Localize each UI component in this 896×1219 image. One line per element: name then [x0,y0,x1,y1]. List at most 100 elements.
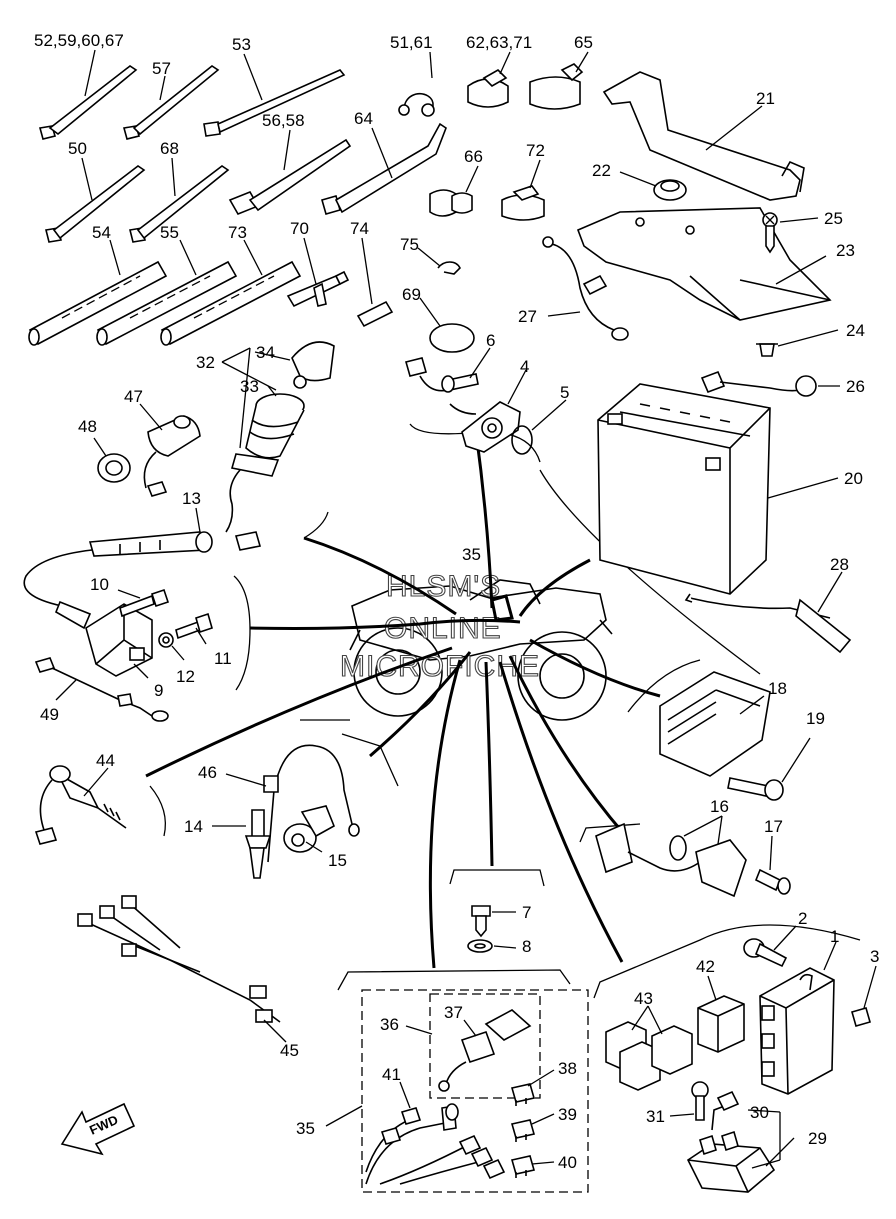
callout-31: 31 [646,1107,665,1126]
callout-35-bottom: 35 [296,1119,315,1138]
fuse-39 [510,1119,536,1142]
clamp-62 [467,69,509,108]
callout-41: 41 [382,1065,401,1084]
connector-cap-47 [143,415,201,497]
cable-tie-64 [321,122,447,215]
cdi-unit-1 [759,967,835,1095]
rectifier-18 [659,671,771,777]
sensor-16 [595,822,747,898]
callout-26: 26 [846,377,865,396]
callout-39: 39 [558,1105,577,1124]
callout-64: 64 [354,109,373,128]
callout-37: 37 [444,1003,463,1022]
callout-23: 23 [836,241,855,260]
grommet-48 [97,453,131,483]
callout-1: 1 [830,927,839,946]
callout-3: 3 [870,947,879,966]
fuse-38 [510,1083,536,1106]
cable-tie-50 [45,165,146,243]
t-fitting-70 [286,270,350,308]
spark-plug-14 [244,809,272,879]
callout-45: 45 [280,1041,299,1060]
main-switch-key-34 [291,341,335,389]
battery-box-cover-23 [576,207,832,321]
callout-40: 40 [558,1153,577,1172]
cable-tie-68 [129,165,230,243]
harness-block [490,594,514,622]
callout-43: 43 [634,989,653,1008]
cable-tie-56 [228,138,352,216]
callout-32: 32 [196,353,215,372]
relay-43 [605,1021,693,1091]
callout-55: 55 [160,223,179,242]
bolt-19 [727,777,784,801]
callout-74: 74 [350,219,369,238]
callout-22: 22 [592,161,611,180]
relay-42 [697,995,745,1053]
fitting-74 [356,300,394,328]
bolt-11 [175,612,213,640]
callout-20: 20 [844,469,863,488]
bolt-10 [119,588,170,618]
callout-27: 27 [518,307,537,326]
callout-6: 6 [486,331,495,350]
main-switch-32 [225,393,305,551]
callout-56-58: 56,58 [262,111,305,130]
fuse-40 [510,1155,536,1178]
harness-detail-box [361,989,589,1193]
ignition-coil-lead-13 [88,531,213,557]
callout-18: 18 [768,679,787,698]
clamp-66 [429,189,473,217]
sub-detail-box [429,993,541,1099]
callout-49: 49 [40,705,59,724]
callout-51-61: 51,61 [390,33,433,52]
callout-19: 19 [806,709,825,728]
callout-62-63-71: 62,63,71 [466,33,532,52]
callout-54: 54 [92,223,111,242]
callout-24: 24 [846,321,865,340]
callout-labels: 52,59,60,67 57 53 51,61 62,63,71 65 21 5… [34,31,879,1172]
sensor-44 [34,765,127,845]
clamp-65 [529,63,584,110]
bolt-7 [471,905,491,938]
cable-tie-53 [203,69,346,137]
cable-tie-57 [122,65,220,140]
callout-13: 13 [182,489,201,508]
callout-17: 17 [764,817,783,836]
callout-21: 21 [756,89,775,108]
sub-harness-45 [77,895,281,1023]
o-ring-69 [429,323,475,353]
bolt-17 [754,868,791,895]
bolt-2 [743,938,788,968]
tube-54 [28,260,168,346]
bolt-31 [691,1081,709,1121]
callout-10: 10 [90,575,109,594]
callout-75: 75 [400,235,419,254]
lead-28 [684,593,852,654]
callout-38: 38 [558,1059,577,1078]
cable-tie-52 [38,65,138,140]
callout-16: 16 [710,797,729,816]
callout-29: 29 [808,1129,827,1148]
clip-75 [437,261,461,275]
callout-25: 25 [824,209,843,228]
callout-66: 66 [464,147,483,166]
callout-53: 53 [232,35,251,54]
callout-42: 42 [696,957,715,976]
lead-49 [34,657,169,722]
watermark-line2: ONLINE [384,612,502,645]
callout-68: 68 [160,139,179,158]
callout-36: 36 [380,1015,399,1034]
callout-8: 8 [522,937,531,956]
callout-44: 44 [96,751,115,770]
o-ring-5 [511,425,533,455]
bracket-21 [602,71,805,201]
screw-25 [762,212,778,254]
clip-51 [398,92,435,117]
harness-wire-left [249,618,521,630]
clip-24 [756,343,778,357]
callout-5: 5 [560,383,569,402]
callout-2: 2 [798,909,807,928]
callout-15: 15 [328,851,347,870]
